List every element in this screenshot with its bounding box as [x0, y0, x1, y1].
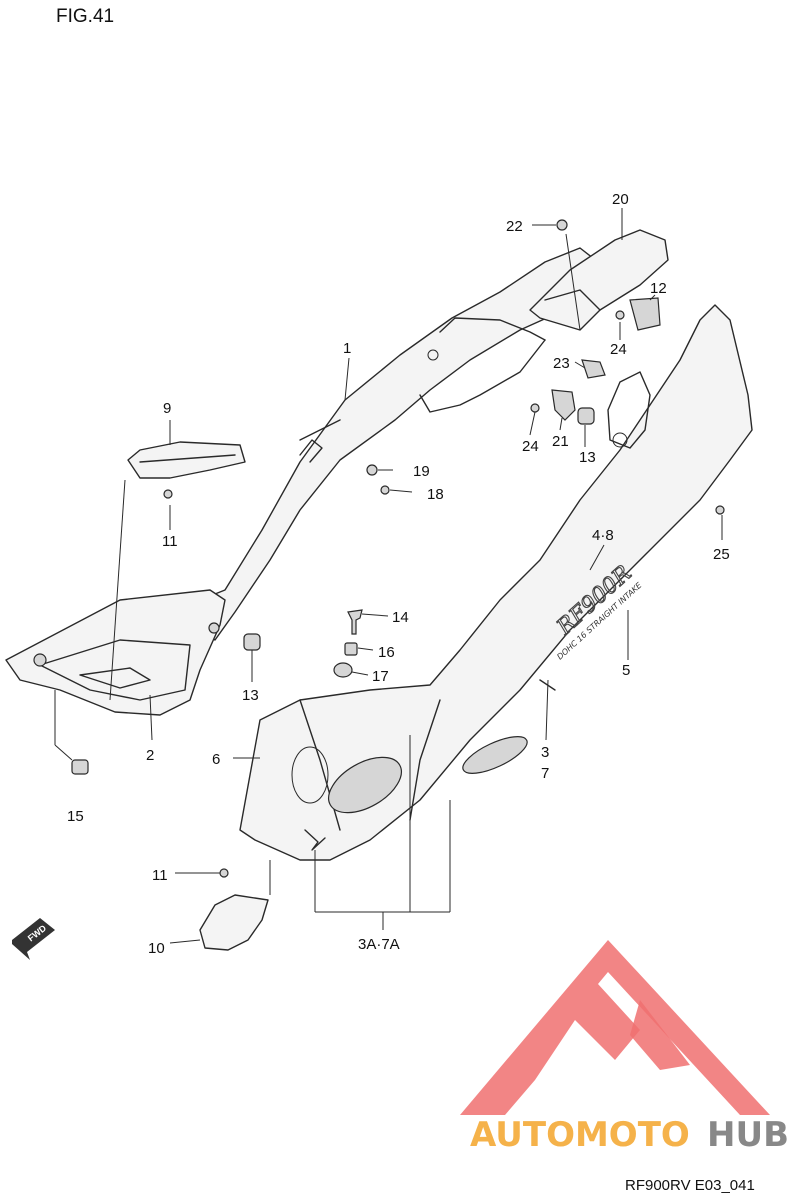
- callout-4-8: 4·8: [592, 527, 614, 544]
- callout-3: 3: [541, 744, 549, 761]
- callout-13-left: 13: [242, 687, 259, 704]
- callout-3a-7a: 3A·7A: [358, 936, 400, 953]
- part-5-side-cowl: [239, 304, 753, 861]
- callout-21: 21: [552, 433, 569, 450]
- callout-15: 15: [67, 808, 84, 825]
- part-10-plate: [199, 894, 269, 951]
- callout-1: 1: [343, 340, 351, 357]
- callout-14: 14: [392, 609, 409, 626]
- callouts: 1 2 3 7 3A·7A 4·8 5 6 9 10 11 11 12 13 1…: [67, 191, 730, 957]
- watermark-logo: AUTOMOTO HUB: [460, 940, 789, 1155]
- callout-6: 6: [212, 751, 220, 768]
- callout-5: 5: [622, 662, 630, 679]
- callout-2: 2: [146, 747, 154, 764]
- callout-7: 7: [541, 765, 549, 782]
- part-2-lower-cover: [5, 589, 226, 716]
- callout-22: 22: [506, 218, 523, 235]
- callout-23: 23: [553, 355, 570, 372]
- callout-17: 17: [372, 668, 389, 685]
- figure-title: FIG.41: [56, 6, 114, 27]
- callout-20: 20: [612, 191, 629, 208]
- figure-code: RF900RV E03_041: [625, 1177, 755, 1194]
- callout-24-lower: 24: [522, 438, 539, 455]
- callout-18: 18: [427, 486, 444, 503]
- leader-lines: [54, 208, 723, 944]
- watermark-text-hub: HUB: [707, 1115, 789, 1155]
- callout-9: 9: [163, 400, 171, 417]
- callout-13-right: 13: [579, 449, 596, 466]
- callout-19: 19: [413, 463, 430, 480]
- callout-25: 25: [713, 546, 730, 563]
- callout-10: 10: [148, 940, 165, 957]
- callout-12: 12: [650, 280, 667, 297]
- watermark-text-automoto: AUTOMOTO: [470, 1115, 690, 1155]
- callout-11-upper: 11: [162, 533, 178, 550]
- callout-11-lower: 11: [152, 867, 168, 884]
- hardware: [71, 219, 725, 878]
- callout-16: 16: [378, 644, 395, 661]
- callout-24-upper: 24: [610, 341, 627, 358]
- part-20-tail-cover: [529, 229, 669, 331]
- part-9-bracket: [127, 441, 246, 479]
- fwd-arrow-icon: FWD: [12, 918, 55, 960]
